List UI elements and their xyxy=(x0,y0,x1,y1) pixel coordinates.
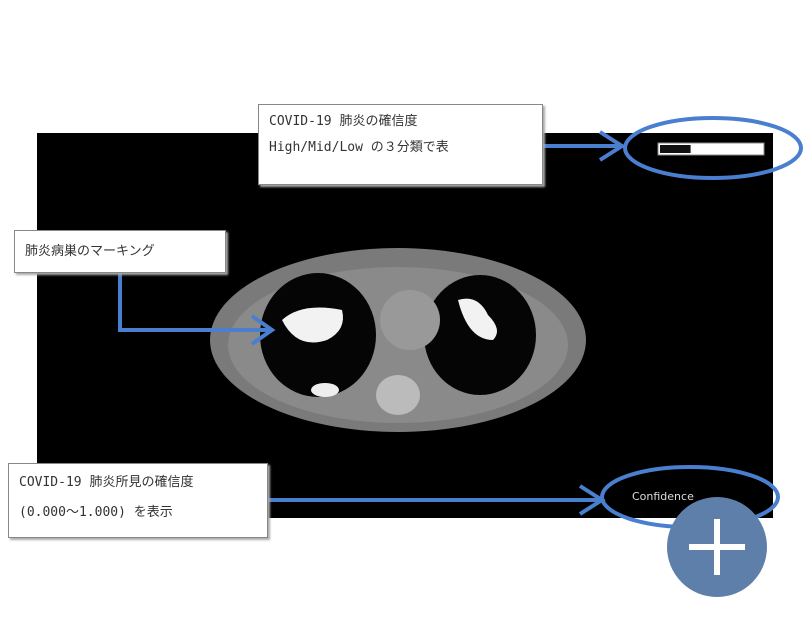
callout-text: 肺炎病巣のマーキング xyxy=(25,244,155,259)
plus-icon[interactable] xyxy=(667,497,767,597)
confidence-bar xyxy=(657,142,765,156)
callout-confidence-level: COVID-19 肺炎の確信度 High/Mid/Low の３分類で表 xyxy=(258,104,543,185)
spine xyxy=(376,375,420,415)
lesion-marking xyxy=(311,383,339,397)
arrow xyxy=(268,484,606,516)
arrow xyxy=(543,130,626,162)
callout-text: (0.000～1.000) を表示 xyxy=(19,505,173,520)
ct-scan-image xyxy=(210,248,586,432)
highlight-ellipse xyxy=(623,116,803,180)
callout-confidence-score: COVID-19 肺炎所見の確信度 (0.000～1.000) を表示 xyxy=(8,463,268,538)
callout-lesion-marking: 肺炎病巣のマーキング xyxy=(14,230,226,273)
callout-text: High/Mid/Low の３分類で表 xyxy=(269,140,449,155)
arrow xyxy=(118,270,276,346)
callout-text: COVID-19 肺炎所見の確信度 xyxy=(19,475,194,490)
confidence-label: Confidence xyxy=(632,490,694,503)
lesion-marking xyxy=(282,307,343,343)
callout-text: COVID-19 肺炎の確信度 xyxy=(269,114,418,129)
lesion-marking xyxy=(458,298,497,340)
